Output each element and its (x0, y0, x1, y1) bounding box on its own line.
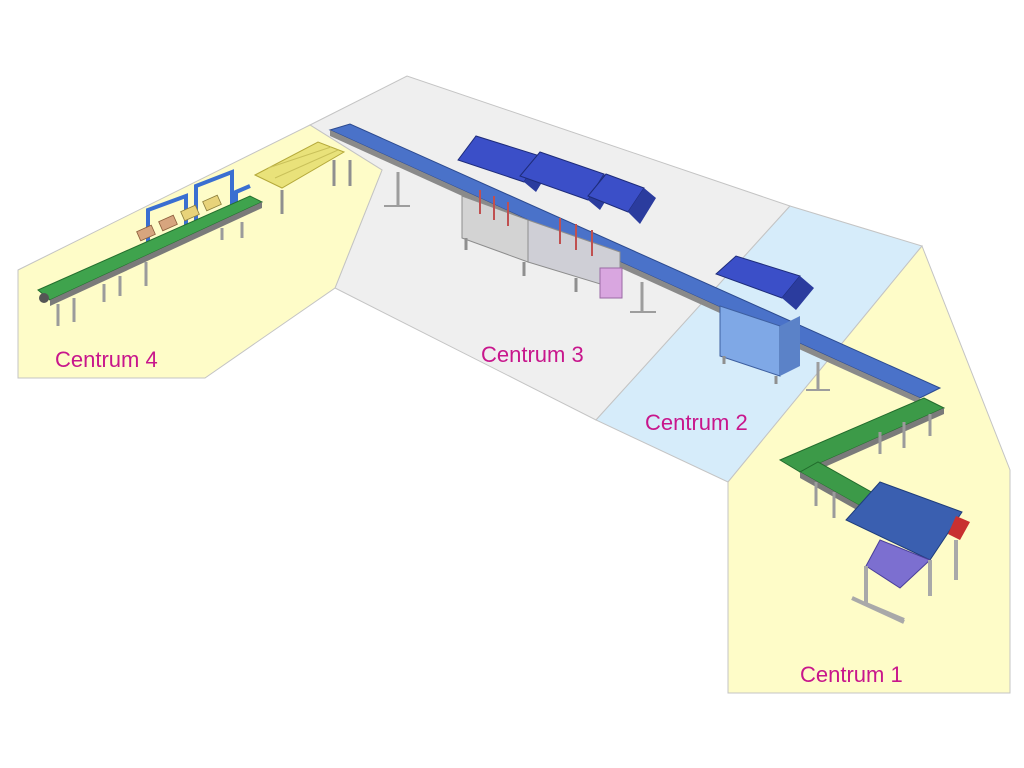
zone-label-centrum-3: Centrum 3 (481, 342, 584, 367)
zone-label-centrum-4: Centrum 4 (55, 347, 158, 372)
hopper-frame (851, 540, 958, 624)
magenta-panel (599, 267, 623, 299)
zone-label-centrum-2: Centrum 2 (645, 410, 748, 435)
conveyor-legs (56, 222, 244, 326)
zone-label-centrum-1: Centrum 1 (800, 662, 903, 687)
infeed-legs (280, 160, 352, 214)
zone-centrum-1-area (727, 245, 1011, 694)
centrum-3-equipment (457, 135, 656, 299)
centrum-4-equipment (37, 141, 352, 326)
product-cartons (136, 194, 222, 242)
centrum-1-equipment (778, 397, 970, 624)
zone-centrum-4-area (17, 124, 383, 379)
case-hopper (845, 481, 963, 561)
end-roller (39, 293, 49, 303)
centrum-2-equipment (715, 255, 814, 384)
machine-internals (479, 190, 593, 256)
